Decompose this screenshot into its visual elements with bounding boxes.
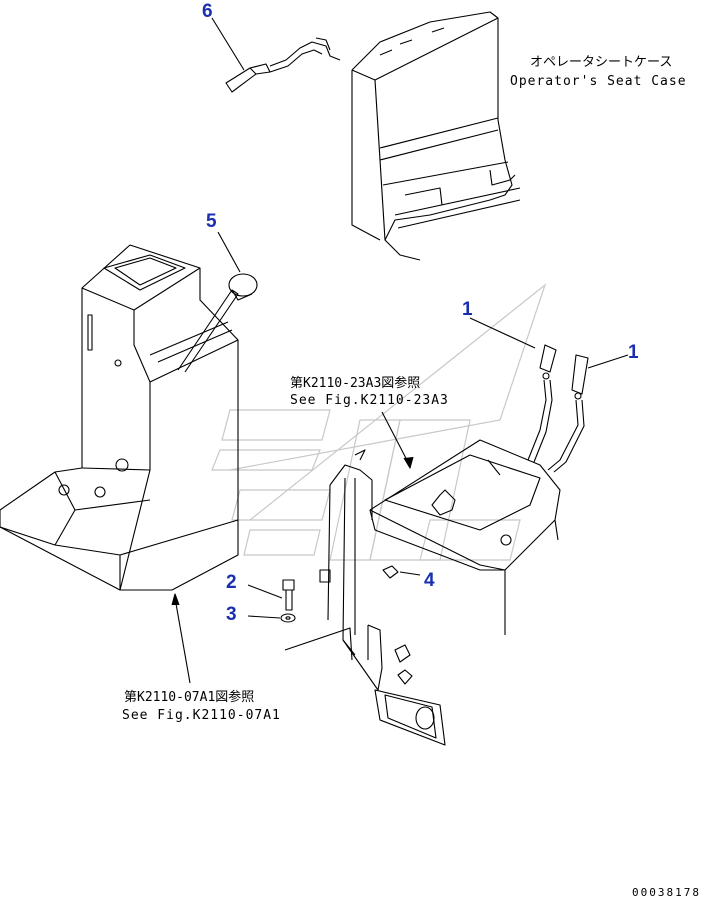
part-1-levers bbox=[527, 344, 589, 473]
callout-1-right: 1 bbox=[628, 342, 639, 363]
pedestal bbox=[0, 244, 239, 591]
watermark-logo bbox=[211, 283, 547, 561]
part-3-washer bbox=[280, 613, 296, 623]
control-bracket-assembly bbox=[319, 439, 561, 746]
ref-23a3-label-jp: 第K2110-23A3図参照 bbox=[290, 376, 421, 391]
ref-07a1-label-jp: 第K2110-07A1図参照 bbox=[124, 690, 255, 705]
seat-case-label-jp: オペレータシートケース bbox=[530, 55, 673, 70]
leader-1a bbox=[469, 317, 536, 349]
ref-leader-23a3 bbox=[381, 411, 411, 467]
leader-1b bbox=[587, 354, 629, 369]
drawing-number: 00038178 bbox=[632, 886, 701, 899]
operators-seat-case bbox=[351, 11, 521, 261]
callout-2: 2 bbox=[226, 572, 237, 593]
assembly-outline bbox=[284, 627, 353, 661]
leader-3 bbox=[247, 615, 281, 619]
leader-4 bbox=[399, 571, 421, 576]
callout-4: 4 bbox=[424, 570, 435, 591]
leader-6 bbox=[211, 17, 245, 71]
callout-5: 5 bbox=[206, 211, 217, 232]
part-5-lever-knob bbox=[177, 273, 258, 373]
ref-07a1-label-en: See Fig.K2110-07A1 bbox=[122, 708, 281, 723]
ref-leader-07a1 bbox=[174, 597, 191, 684]
callout-1-left: 1 bbox=[462, 299, 473, 320]
seat-case-label-en: Operator's Seat Case bbox=[510, 74, 687, 89]
part-4-nut bbox=[382, 565, 399, 579]
leader-2 bbox=[247, 584, 283, 599]
part-2-bolt bbox=[282, 579, 295, 611]
callout-6: 6 bbox=[202, 1, 213, 22]
ref-23a3-label-en: See Fig.K2110-23A3 bbox=[290, 393, 449, 408]
part-6-knob-cable bbox=[225, 37, 341, 93]
callout-3: 3 bbox=[226, 604, 237, 625]
leader-5 bbox=[217, 231, 241, 273]
